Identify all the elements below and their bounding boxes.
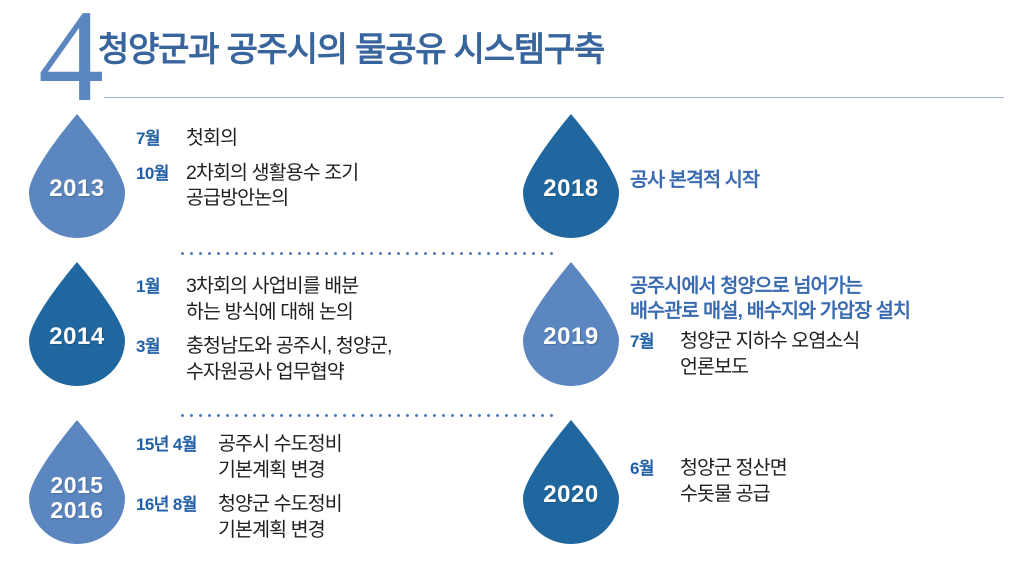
timeline-column-right: 2018 공사 본격적 시작 2019	[512, 112, 1002, 582]
entry-month: 10월	[136, 163, 169, 183]
timeline-column-left: 2013 7월 첫회의 10월 2차회의 생활용수 조기 공급방안논의	[18, 112, 558, 582]
timeline-entry: 1월 3차회의 사업비를 배분 하는 방식에 대해 논의	[136, 274, 508, 325]
water-drop-icon	[523, 262, 619, 386]
water-drop-icon	[29, 420, 125, 544]
entry-list-2013: 7월 첫회의 10월 2차회의 생활용수 조기 공급방안논의	[136, 112, 508, 221]
entry-text: 충청남도와 공주시, 청양군, 수자원공사 업무협약	[186, 335, 392, 384]
entry-text: 청양군 정산면 수돗물 공급	[680, 457, 788, 505]
separator-dotted-left-2	[178, 414, 558, 417]
droplet-2014: 2014	[18, 260, 136, 386]
timeline-entry: 7월 청양군 지하수 오염소식 언론보도	[630, 329, 1002, 380]
entry-list-2014: 1월 3차회의 사업비를 배분 하는 방식에 대해 논의 3월 충청남도와 공주…	[136, 260, 508, 395]
entry-text: 3차회의 사업비를 배분 하는 방식에 대해 논의	[186, 275, 359, 323]
header-divider	[104, 97, 1004, 98]
droplet-2015-2016: 2015 2016	[18, 418, 136, 544]
entry-month: 7월	[136, 129, 161, 148]
entry-list-2020: 6월 청양군 정산면 수돗물 공급	[630, 418, 1002, 516]
separator-dotted-left-1	[178, 252, 558, 255]
timeline-row-2020: 2020 6월 청양군 정산면 수돗물 공급	[512, 418, 1002, 578]
entry-month: 6월	[630, 459, 655, 478]
timeline-entry: 10월 2차회의 생활용수 조기 공급방안논의	[136, 161, 508, 212]
entry-text: 공주시 수도정비 기본계획 변경	[218, 433, 343, 481]
entry-text: 청양군 수도정비 기본계획 변경	[218, 493, 343, 542]
droplet-2018: 2018	[512, 112, 630, 238]
water-drop-icon	[523, 114, 619, 238]
entry-text: 청양군 지하수 오염소식 언론보도	[680, 329, 860, 378]
page-header: 4 청양군과 공주시의 물공유 시스템구축	[0, 0, 1024, 122]
water-drop-icon	[29, 262, 125, 386]
entry-month: 3월	[136, 337, 161, 357]
timeline-entry: 3월 충청남도와 공주시, 청양군, 수자원공사 업무협약	[136, 334, 508, 385]
timeline-row-2018: 2018 공사 본격적 시작	[512, 112, 1002, 260]
timeline-row-2014: 2014 1월 3차회의 사업비를 배분 하는 방식에 대해 논의 3월 충청남…	[18, 260, 508, 418]
timeline-row-2015-2016: 2015 2016 15년 4월 공주시 수도정비 기본계획 변경 16년 8월…	[18, 418, 508, 578]
entry-month: 1월	[136, 277, 161, 296]
entry-month: 16년 8월	[136, 495, 197, 515]
droplet-2020: 2020	[512, 418, 630, 544]
timeline-entry: 6월 청양군 정산면 수돗물 공급	[630, 456, 1002, 507]
entry-month: 7월	[630, 331, 655, 351]
water-drop-icon	[523, 420, 619, 544]
entry-month: 15년 4월	[136, 435, 197, 454]
timeline-entry: 15년 4월 공주시 수도정비 기본계획 변경	[136, 432, 508, 483]
entry-headline: 공사 본격적 시작	[630, 169, 760, 191]
entry-list-2015-2016: 15년 4월 공주시 수도정비 기본계획 변경 16년 8월 청양군 수도정비 …	[136, 418, 508, 553]
droplet-2019: 2019	[512, 260, 630, 386]
page-title: 청양군과 공주시의 물공유 시스템구축	[98, 31, 605, 69]
timeline-entry: 7월 첫회의	[136, 126, 508, 152]
entry-list-2019: 공주시에서 청양으로 넘어가는 배수관로 매설, 배수지와 가압장 설치 7월 …	[630, 260, 1002, 389]
droplet-2013: 2013	[18, 112, 136, 238]
timeline-entry: 16년 8월 청양군 수도정비 기본계획 변경	[136, 492, 508, 543]
entry-headline: 공주시에서 청양으로 넘어가는 배수관로 매설, 배수지와 가압장 설치	[630, 275, 911, 322]
timeline-row-2019: 2019 공주시에서 청양으로 넘어가는 배수관로 매설, 배수지와 가압장 설…	[512, 260, 1002, 418]
water-drop-icon	[29, 114, 125, 238]
section-number: 4	[38, 0, 104, 129]
timeline-row-2013: 2013 7월 첫회의 10월 2차회의 생활용수 조기 공급방안논의	[18, 112, 508, 260]
entry-list-2018: 공사 본격적 시작	[630, 112, 1002, 198]
entry-text: 2차회의 생활용수 조기 공급방안논의	[186, 161, 359, 210]
entry-text: 첫회의	[186, 127, 238, 149]
